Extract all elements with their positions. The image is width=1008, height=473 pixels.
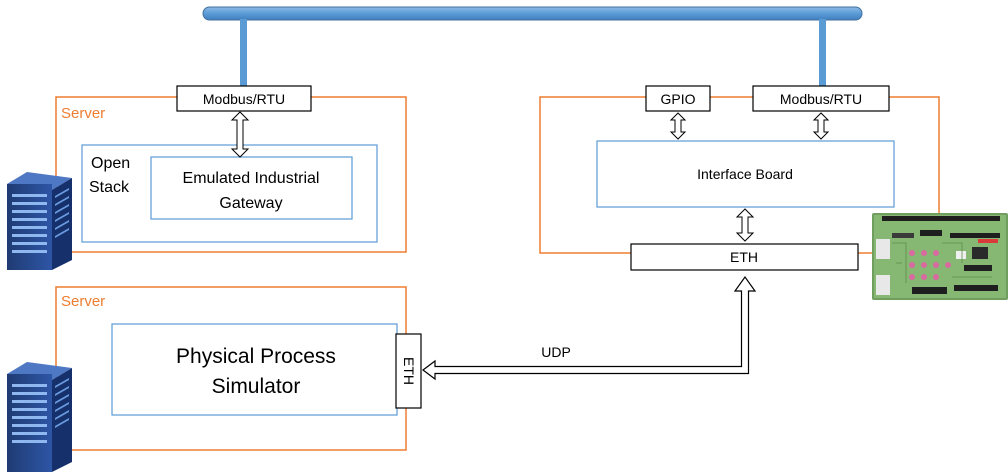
bottom-server-group: Server Physical Process Simulator ETH xyxy=(55,286,422,451)
gpio-interface-double-arrow xyxy=(669,112,687,140)
modbus-interface-double-arrow xyxy=(812,112,830,140)
gpio-label: GPIO xyxy=(660,91,695,107)
board-node-group: GPIO Modbus/RTU Interface Board ETH xyxy=(539,85,940,271)
openstack-frame xyxy=(81,144,378,243)
interface-board-label: Interface Board xyxy=(697,166,793,182)
server-rack-icon xyxy=(7,362,72,472)
udp-link-arrow xyxy=(422,275,757,381)
circuit-board-photo xyxy=(872,213,1008,300)
board-eth-label: ETH xyxy=(730,249,758,265)
top-modbus-box xyxy=(176,85,312,112)
interface-eth-double-arrow xyxy=(735,208,755,242)
udp-label: UDP xyxy=(541,344,571,360)
gpio-box xyxy=(645,85,711,112)
bottom-server-frame xyxy=(55,286,407,451)
top-modbus-label: Modbus/RTU xyxy=(203,91,285,107)
openstack-label-line2: Stack xyxy=(89,179,130,196)
simulator-box xyxy=(111,323,398,416)
server-rack-icon xyxy=(7,172,72,270)
bottom-eth-box xyxy=(395,333,422,409)
board-modbus-label: Modbus/RTU xyxy=(780,91,862,107)
top-server-group: Server Modbus/RTU Open Stack Emulated In… xyxy=(55,85,407,253)
bottom-eth-label: ETH xyxy=(401,357,417,385)
board-eth-box xyxy=(630,243,859,271)
gateway-modbus-double-arrow xyxy=(230,111,250,158)
openstack-label-line1: Open xyxy=(91,155,130,172)
bus-drop-gateway xyxy=(240,19,247,86)
board-modbus-box xyxy=(752,85,890,112)
gateway-label-line2: Gateway xyxy=(219,195,282,212)
network-bus xyxy=(202,6,863,21)
interface-board-box xyxy=(596,140,895,208)
bottom-server-label: Server xyxy=(61,293,105,310)
gateway-box xyxy=(150,156,353,220)
simulator-label-line1: Physical Process xyxy=(176,345,336,368)
top-server-label: Server xyxy=(61,105,105,122)
bus-drop-board xyxy=(819,19,826,86)
simulator-label-line2: Simulator xyxy=(212,375,301,398)
gateway-label-line1: Emulated Industrial xyxy=(183,170,320,187)
